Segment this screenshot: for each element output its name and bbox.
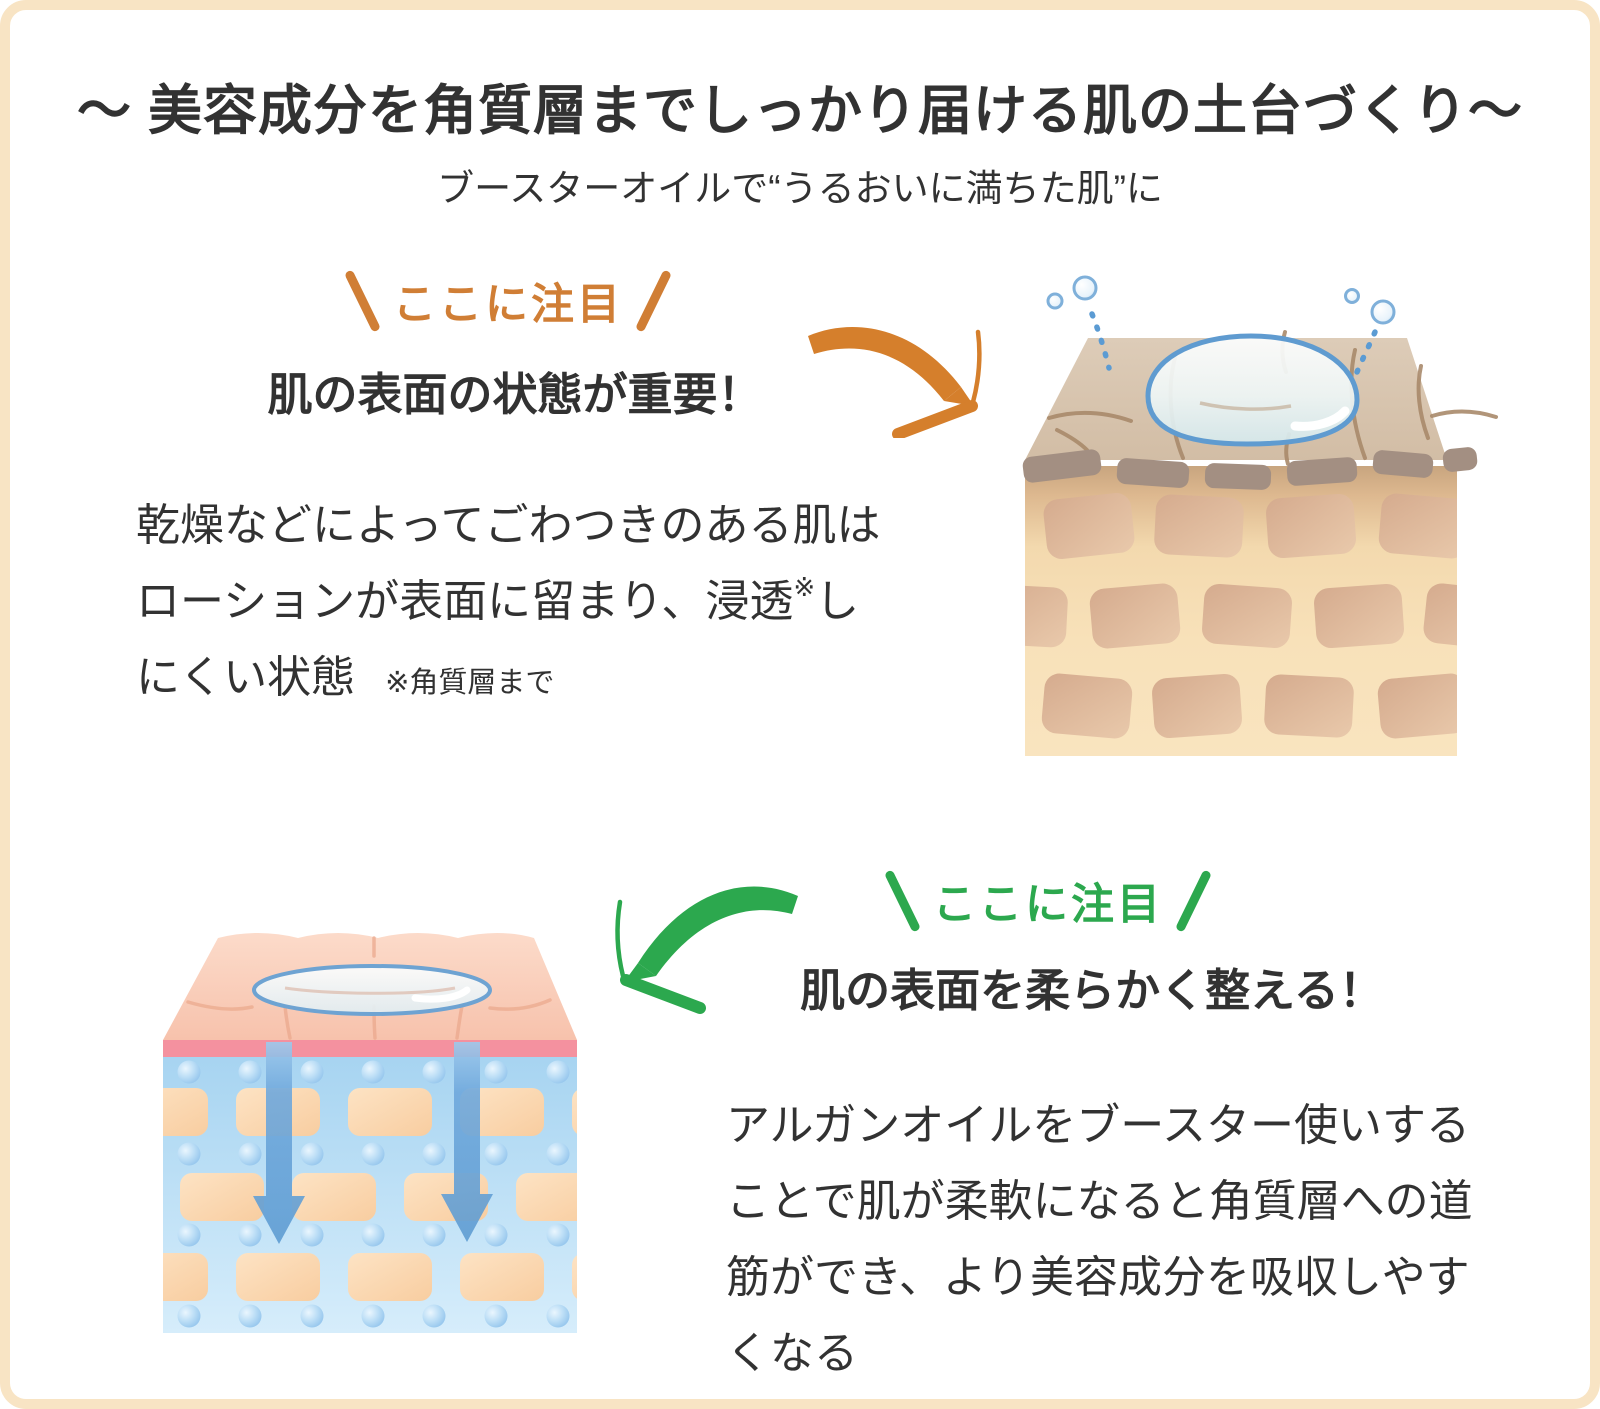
absorption-arrow-icon	[253, 1042, 493, 1244]
rough-surface-flakes	[1022, 447, 1478, 490]
water-droplet	[1145, 333, 1360, 447]
page-title: ～ 美容成分を角質層までしっかり届ける肌の土台づくり～	[76, 81, 1523, 141]
focus-callout-after: ここに注目	[883, 868, 1213, 934]
evaporation-bubbles-icon	[1046, 275, 1396, 375]
focus-label: ここに注目	[933, 881, 1163, 929]
before-body-lead: 乾燥などによってごわつきのある肌はローションが表面に留まり、浸透	[136, 501, 881, 627]
water-droplet	[252, 964, 492, 1016]
emphasis-backslash-icon	[343, 269, 382, 333]
emphasis-slash-icon	[1174, 869, 1213, 933]
moisture-dots	[177, 1060, 570, 1328]
page-subtitle: ブースターオイルで“うるおいに満ちた肌”に	[437, 168, 1163, 209]
dry-skin-illustration	[1022, 275, 1498, 756]
softened-skin-illustration	[163, 933, 577, 1333]
before-headline: 肌の表面の状態が重要！	[267, 369, 763, 420]
focus-label: ここに注目	[393, 281, 623, 329]
emphasis-backslash-icon	[883, 869, 922, 933]
orange-curved-arrow-icon	[808, 327, 982, 438]
focus-callout-before: ここに注目	[343, 268, 673, 334]
after-headline: 肌の表面を柔らかく整える！	[800, 965, 1384, 1016]
soft-skin-cells	[163, 1088, 577, 1301]
reference-mark: ※	[793, 572, 816, 603]
green-curved-arrow-icon	[615, 886, 798, 1014]
before-body-text: 乾燥などによってごわつきのある肌はローションが表面に留まり、浸透※しにくい状態※…	[136, 488, 881, 716]
dry-skin-cells	[1025, 493, 1457, 739]
skin-surface-band	[163, 1040, 577, 1057]
after-body-text: アルガンオイルをブースター使いすることで肌が柔軟になると角質層への道筋ができ、よ…	[726, 1101, 1473, 1379]
before-body-tail: しにくい状態	[136, 577, 860, 703]
footnote: ※角質層まで	[385, 667, 555, 700]
emphasis-slash-icon	[634, 269, 673, 333]
